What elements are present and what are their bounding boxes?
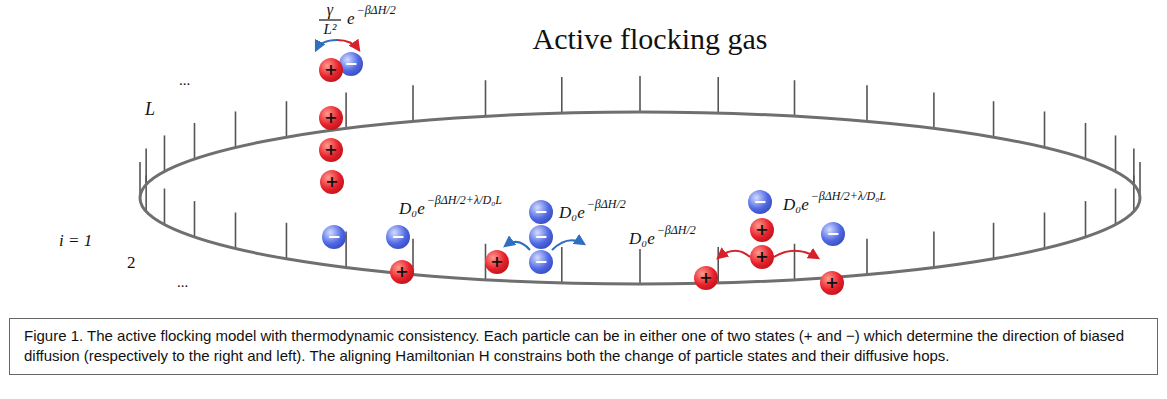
site-tick (933, 92, 935, 128)
math-label: D₀e (398, 200, 426, 219)
particle-state: + (825, 275, 838, 291)
ring-lattice (140, 112, 1140, 284)
rate-exponent: −βΔH/2 (356, 4, 397, 17)
lattice-ticks (140, 76, 1140, 284)
site-tick (345, 92, 347, 128)
math-label: γ (326, 1, 334, 19)
particle: + (820, 271, 844, 295)
math-label: i = 1 (58, 232, 93, 251)
site-tick (286, 223, 288, 259)
site-tick (561, 247, 563, 283)
particle: + (750, 245, 774, 269)
site-tick (993, 101, 995, 137)
site-tick (561, 77, 563, 113)
flip-arrow (337, 40, 359, 50)
math-label: L² (323, 21, 338, 38)
figure-title: Active flocking gas (533, 22, 768, 55)
site-tick (194, 201, 196, 237)
particle: − (821, 222, 845, 246)
math-label: D₀e (628, 230, 656, 249)
site-tick (1133, 149, 1135, 185)
particle: − (386, 225, 410, 249)
hop-arrow (505, 242, 530, 250)
rate-exponent: −βΔH/2+λ/D₀L (426, 194, 503, 207)
hop-arrow (718, 251, 750, 258)
particle: + (319, 106, 343, 130)
site-tick (235, 111, 237, 147)
particle-state: + (324, 62, 337, 78)
site-tick (164, 189, 166, 225)
site-tick (933, 232, 935, 268)
particle: + (319, 138, 343, 162)
rate-exponent: −βΔH/2+λ/D₀L (810, 190, 887, 203)
site-tick (794, 80, 796, 116)
particle-state: + (325, 174, 338, 190)
particle: + (390, 260, 414, 284)
rate-exponent: −βΔH/2 (586, 198, 627, 211)
site-tick (993, 223, 995, 259)
particle-state: − (826, 226, 839, 242)
site-tick (866, 239, 868, 275)
site-tick (1115, 135, 1117, 171)
math-label: D₀e (558, 204, 586, 223)
math-label: e (346, 10, 356, 29)
particle: + (694, 266, 718, 290)
particle: − (529, 225, 553, 249)
particle-state: − (327, 229, 340, 245)
site-tick (412, 85, 414, 121)
site-tick (485, 80, 487, 116)
site-tick (145, 149, 147, 185)
particle: + (320, 170, 344, 194)
math-label: L (144, 100, 156, 120)
site-tick (717, 77, 719, 113)
particle: + (485, 250, 509, 274)
site-tick (286, 101, 288, 137)
particle: − (748, 190, 772, 214)
site-tick (1044, 111, 1046, 147)
math-label: 2 (126, 254, 137, 273)
particle-state: + (395, 264, 408, 280)
site-tick (794, 244, 796, 280)
particle: − (322, 225, 346, 249)
particle-state: − (391, 229, 404, 245)
particle-state: + (324, 110, 337, 126)
particle: + (750, 218, 774, 242)
rate-exponent: −βΔH/2 (656, 224, 697, 237)
flip-arrow (316, 40, 337, 50)
particle-state: + (755, 249, 768, 265)
particle: − (529, 200, 553, 224)
hop-arrow (774, 251, 818, 258)
site-tick (164, 135, 166, 171)
particle-state: − (534, 254, 547, 270)
math-label: ... (176, 274, 189, 291)
particle-state: − (753, 194, 766, 210)
particle-state: + (699, 270, 712, 286)
site-tick (235, 213, 237, 249)
site-tick (866, 85, 868, 121)
math-label: D₀e (782, 196, 810, 215)
particle: − (529, 250, 553, 274)
site-tick (639, 76, 641, 112)
site-tick (1085, 201, 1087, 237)
particle-state: + (490, 254, 503, 270)
hop-arrow (552, 240, 584, 250)
site-tick (194, 123, 196, 159)
particle-state: − (534, 204, 547, 220)
particle: + (319, 58, 343, 82)
figure-caption: Figure 1. The active flocking model with… (9, 318, 1158, 375)
math-label: ... (178, 72, 191, 89)
particle-state: + (755, 222, 768, 238)
site-tick (1085, 123, 1087, 159)
particle-state: + (324, 142, 337, 158)
particle-state: − (344, 56, 357, 72)
particle-state: − (534, 229, 547, 245)
site-tick (1115, 189, 1117, 225)
site-tick (639, 248, 641, 284)
site-tick (1044, 213, 1046, 249)
